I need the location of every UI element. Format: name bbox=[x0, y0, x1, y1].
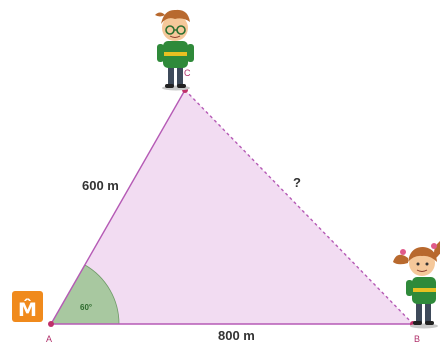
vertex-a-dot bbox=[48, 321, 54, 327]
side-bc-label: ? bbox=[293, 175, 301, 190]
triangle-area bbox=[51, 90, 413, 324]
angle-sector-a bbox=[50, 264, 120, 325]
vertex-b-label: B bbox=[414, 334, 420, 344]
vertex-a-label: A bbox=[46, 334, 52, 344]
girl-character-icon bbox=[393, 241, 440, 329]
brand-logo: M̂ bbox=[12, 291, 43, 322]
side-bc bbox=[184, 89, 414, 325]
side-ac bbox=[50, 89, 186, 325]
side-ab-label: 800 m bbox=[218, 328, 255, 343]
angle-a-label: 60° bbox=[80, 303, 92, 312]
logo-badge bbox=[12, 291, 43, 322]
vertex-c-label: C bbox=[184, 68, 191, 78]
side-ac-label: 600 m bbox=[82, 178, 119, 193]
logo-glyph: M̂ bbox=[18, 299, 37, 321]
boy-character-icon bbox=[155, 9, 194, 91]
